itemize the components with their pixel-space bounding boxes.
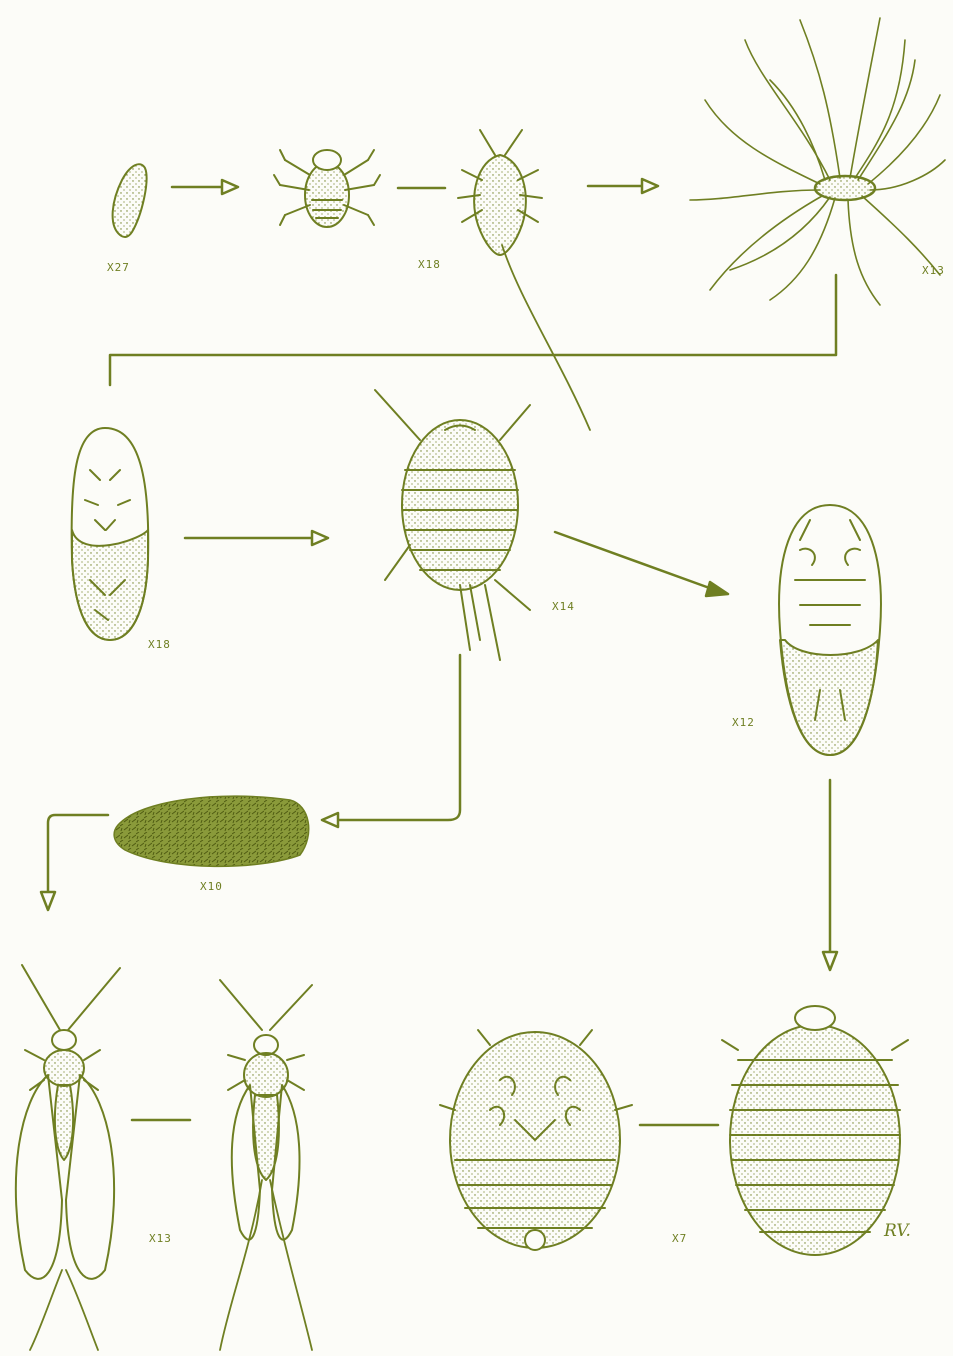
label-adult-female: X7: [672, 1232, 687, 1245]
settled-waxy-nymph: [690, 18, 945, 305]
artist-signature: RV.: [883, 1221, 911, 1241]
label-cocoon: X10: [200, 880, 223, 893]
adult-female-dorsal: [722, 1006, 908, 1255]
connector-settled-to-row2: [110, 275, 836, 385]
adult-female-ventral: [440, 1030, 632, 1250]
arrow-cocoon-to-adults: [41, 815, 108, 910]
label-crawler: X18: [418, 258, 441, 271]
label-egg: X27: [107, 261, 130, 274]
arrow-pupa-to-cocoon: [322, 655, 460, 827]
wax-cocoon: [114, 796, 309, 866]
crawler-ventral: [458, 130, 590, 430]
arrow-pupa-to-female: [555, 532, 728, 596]
adult-male-dorsal: [16, 965, 120, 1350]
arrow-cast-to-pupa: [185, 531, 328, 545]
label-female-nymph: X12: [732, 716, 755, 729]
egg: [113, 164, 147, 237]
label-settled-waxy: X13: [922, 264, 945, 277]
crawler-dorsal: [274, 150, 380, 227]
adult-male-ventral: [220, 980, 312, 1350]
male-pupa: [375, 390, 530, 660]
label-cast-pupa: X18: [148, 638, 171, 651]
arrow-female-to-adult: [823, 780, 837, 970]
label-male-pupa: X14: [552, 600, 575, 613]
arrow-egg-to-crawler: [172, 180, 238, 194]
arrow-crawler-to-settled: [588, 179, 658, 193]
female-nymph: [779, 505, 881, 755]
cast-pupa: [72, 428, 149, 640]
label-adult-male: X13: [149, 1232, 172, 1245]
